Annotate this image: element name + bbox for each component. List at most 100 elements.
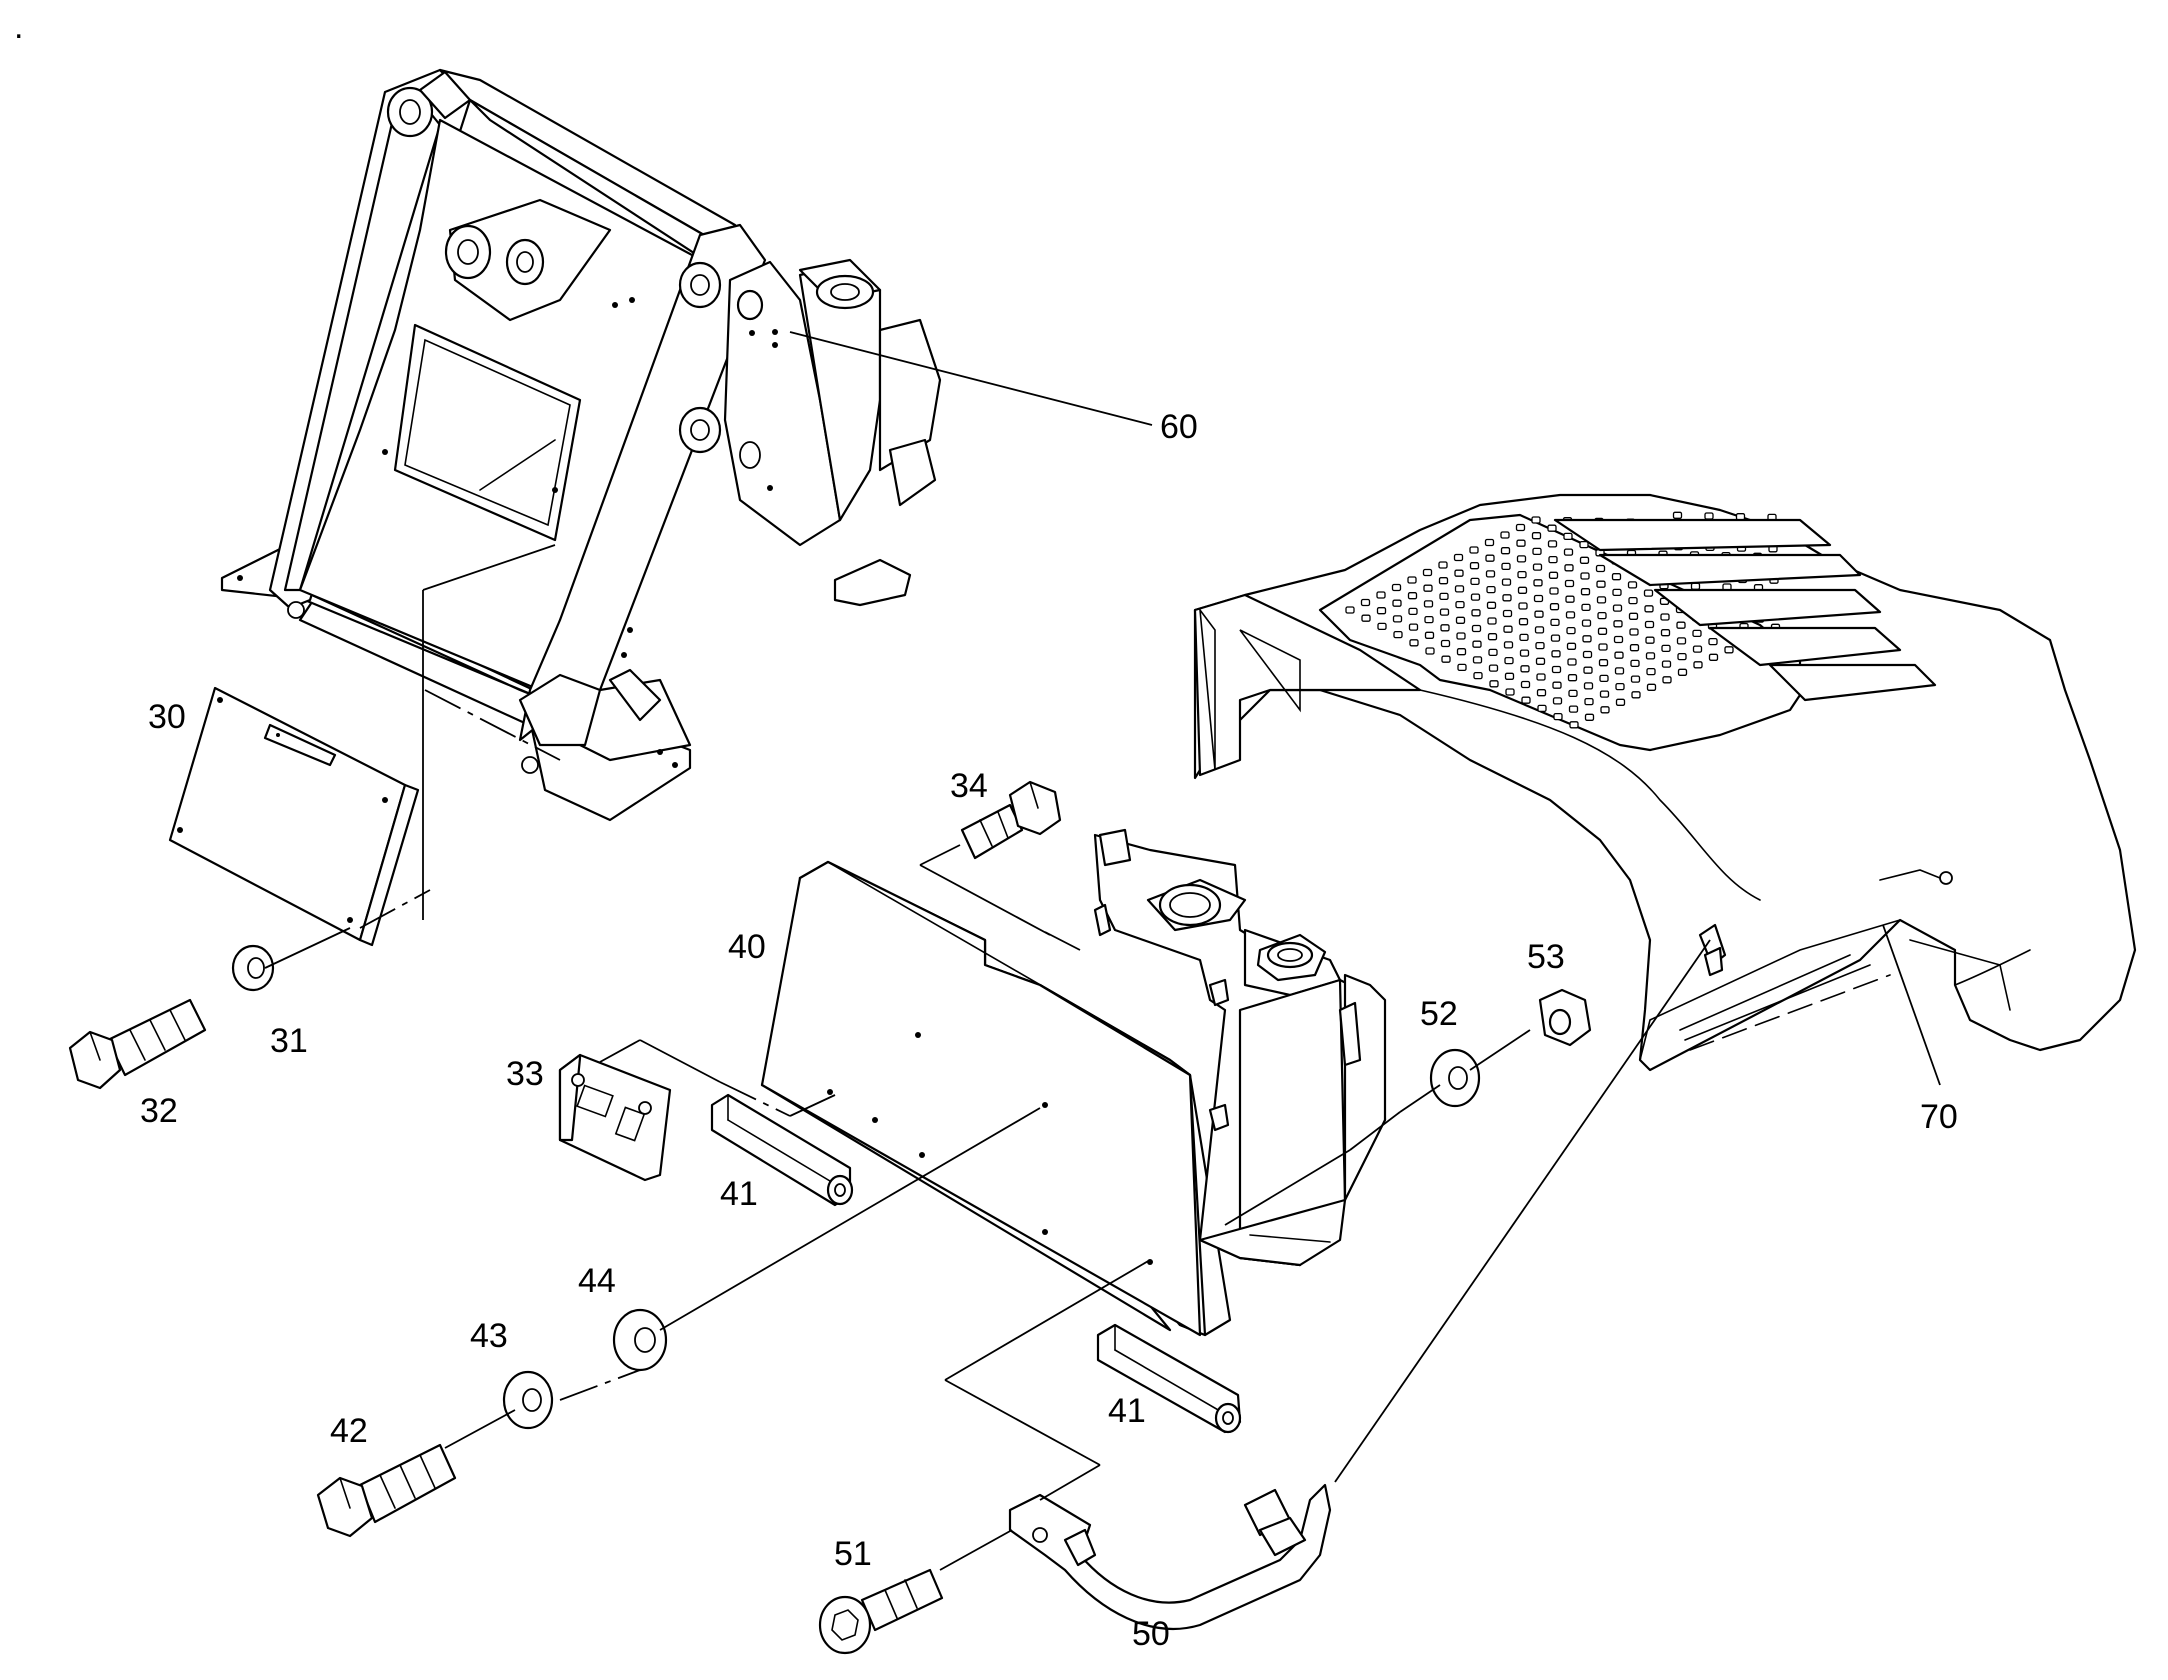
vent-hole	[1504, 656, 1514, 665]
vent-hole	[1660, 629, 1671, 637]
callout-30: 30	[148, 698, 186, 736]
washer-44-part	[612, 1308, 668, 1372]
vent-hole	[1532, 547, 1542, 556]
vent-hole	[1552, 681, 1562, 689]
vent-hole	[1517, 570, 1527, 579]
vent-hole	[1376, 591, 1386, 599]
vent-hole	[1376, 607, 1387, 615]
vent-hole	[1536, 673, 1546, 681]
vent-hole	[1519, 633, 1529, 642]
vent-hole	[1503, 625, 1513, 633]
vent-hole	[1407, 592, 1418, 600]
vent-hole	[1613, 620, 1623, 628]
vent-hole	[1661, 644, 1671, 653]
vent-hole	[1391, 583, 1402, 592]
vent-hole	[1535, 657, 1546, 665]
vent-hole	[1613, 635, 1624, 644]
vent-hole	[1595, 564, 1606, 573]
vent-hole	[1564, 564, 1574, 572]
vent-hole	[1661, 660, 1672, 668]
vent-hole	[1692, 645, 1703, 653]
vent-hole	[1392, 615, 1403, 623]
vent-hole	[1534, 626, 1545, 634]
callout-31: 31	[270, 1022, 308, 1060]
vent-hole	[1662, 676, 1672, 684]
vent-hole	[1676, 621, 1686, 629]
vent-hole	[1568, 705, 1579, 713]
vent-hole	[1536, 689, 1547, 697]
vent-hole	[1614, 667, 1625, 675]
vent-hole	[1690, 582, 1701, 590]
vent-hole	[1534, 610, 1544, 618]
vent-hole	[1708, 637, 1718, 646]
vent-hole	[1581, 603, 1591, 612]
vent-hole	[1439, 592, 1449, 601]
vent-hole	[1408, 607, 1418, 616]
callout-34: 34	[950, 767, 988, 805]
vent-hole	[1471, 609, 1481, 617]
vent-hole	[1503, 641, 1514, 649]
nut-53-part	[1538, 988, 1592, 1047]
callout-44: 44	[578, 1262, 616, 1300]
vent-hole	[1535, 641, 1545, 650]
vent-hole	[1565, 611, 1576, 619]
vent-hole	[1569, 721, 1579, 729]
vent-hole	[1515, 523, 1526, 532]
vent-hole	[1567, 658, 1577, 666]
vent-hole	[1563, 548, 1574, 556]
callout-32: 32	[140, 1092, 178, 1130]
vent-hole	[1423, 584, 1433, 592]
washer-31-part	[231, 944, 275, 992]
vent-hole	[1520, 665, 1530, 673]
vent-hole	[1424, 615, 1434, 624]
callout-52: 52	[1420, 995, 1458, 1033]
vent-hole	[1615, 698, 1626, 706]
vent-hole	[1599, 690, 1610, 698]
vent-hole	[1517, 586, 1528, 594]
vent-hole	[1615, 682, 1625, 691]
stray-mark: .	[14, 8, 23, 46]
vent-hole	[1672, 511, 1683, 519]
vent-hole	[1471, 624, 1482, 633]
vent-hole	[1627, 581, 1638, 589]
vent-hole	[1598, 643, 1608, 651]
frame-part	[220, 68, 942, 822]
callout-43: 43	[470, 1317, 508, 1355]
vent-hole	[1470, 577, 1480, 586]
vent-hole	[1520, 680, 1531, 689]
vent-hole	[1484, 538, 1495, 547]
vent-hole	[1486, 585, 1496, 594]
vent-hole	[1533, 579, 1543, 587]
vent-hole	[1600, 706, 1610, 714]
callout-60: 60	[1160, 408, 1198, 446]
vent-hole	[1568, 689, 1578, 698]
vent-hole	[1548, 555, 1558, 564]
vent-hole	[1423, 600, 1434, 608]
vent-hole	[1582, 635, 1592, 643]
vent-hole	[1597, 627, 1608, 635]
callout-53: 53	[1527, 938, 1565, 976]
vent-hole	[1407, 576, 1417, 584]
vent-hole	[1549, 587, 1559, 595]
vent-hole	[1676, 637, 1687, 645]
vent-hole	[1521, 696, 1531, 704]
side-panel-part	[760, 860, 1232, 1337]
tank-bracket-part	[1093, 828, 1387, 1267]
vent-hole	[1708, 653, 1719, 661]
vent-hole	[1563, 532, 1573, 541]
callout-51: 51	[834, 1535, 872, 1573]
vent-hole	[1455, 616, 1466, 624]
vent-hole	[1584, 697, 1594, 706]
hex-bolt-42-part	[316, 1443, 457, 1538]
vent-hole	[1631, 691, 1641, 699]
vent-hole	[1566, 626, 1576, 635]
vent-hole	[1547, 540, 1558, 548]
vent-hole	[1502, 609, 1513, 618]
vent-hole	[1597, 611, 1607, 620]
vent-hole	[1598, 659, 1609, 667]
vent-hole	[1565, 595, 1575, 603]
vent-hole	[1516, 539, 1526, 547]
cover-plate-part	[168, 686, 420, 947]
vent-hole	[1551, 665, 1562, 674]
vent-hole	[1472, 656, 1483, 664]
